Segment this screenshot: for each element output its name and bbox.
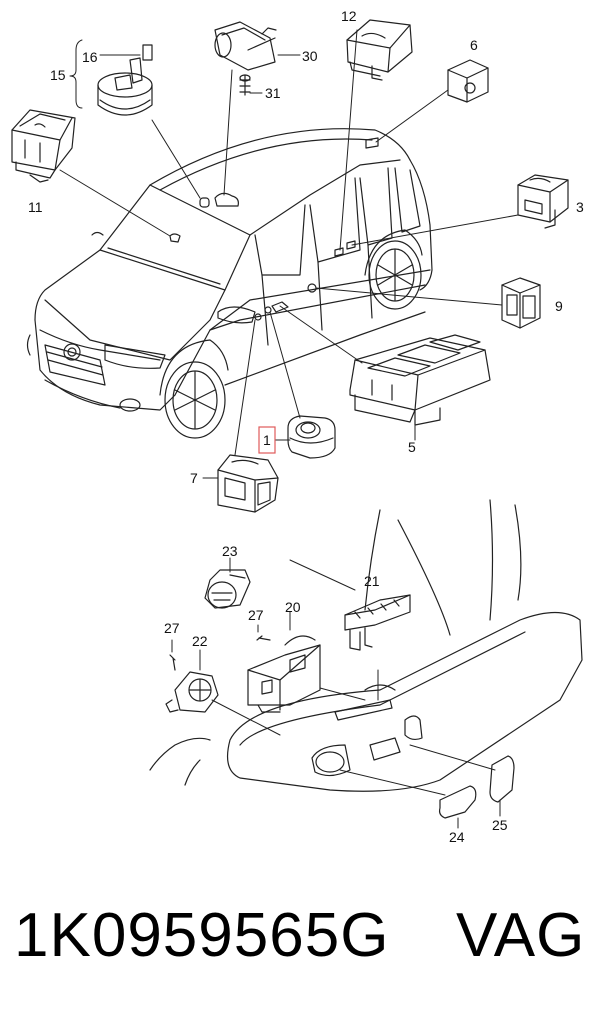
label-21: 21 <box>364 573 380 589</box>
part-20-control-unit <box>247 635 321 713</box>
part-3-switch <box>517 174 569 229</box>
label-20: 20 <box>285 599 301 615</box>
label-7: 7 <box>190 470 198 486</box>
part-15-light-switch <box>97 44 153 116</box>
part-5-window-switch <box>349 334 491 426</box>
leader-lines <box>59 29 519 829</box>
part-12-switch <box>346 19 413 81</box>
label-24: 24 <box>449 829 465 845</box>
part-21-seat-switch <box>344 594 411 651</box>
part-number: 1K0959565G <box>14 901 390 970</box>
label-11: 11 <box>28 199 43 215</box>
part-25-knob <box>489 755 515 803</box>
label-16: 16 <box>82 49 98 65</box>
parts-diagram: 16 15 11 30 31 12 6 3 9 5 7 23 21 20 27 … <box>11 8 584 845</box>
label-31: 31 <box>265 85 281 101</box>
label-30: 30 <box>302 48 318 64</box>
label-5: 5 <box>408 439 416 455</box>
label-22: 22 <box>192 633 208 649</box>
part-24-knob <box>438 785 477 819</box>
label-3: 3 <box>576 199 584 215</box>
part-30-switch <box>214 21 277 96</box>
part-7-switch <box>217 454 279 513</box>
part-23-switch <box>204 569 251 609</box>
label-1: 1 <box>263 432 271 448</box>
part-9-switch <box>501 277 541 329</box>
car-illustration <box>26 128 433 439</box>
label-25: 25 <box>492 817 508 833</box>
part-11-switch <box>11 109 76 183</box>
part-6-switch <box>447 59 489 103</box>
label-15: 15 <box>50 67 66 83</box>
part-1-mirror-switch <box>287 415 336 459</box>
label-27-left: 27 <box>164 620 180 636</box>
brand-name: VAG <box>456 901 586 970</box>
label-9: 9 <box>555 298 563 314</box>
part-22-switch <box>165 654 219 713</box>
label-12: 12 <box>341 8 357 24</box>
part-labels: 16 15 11 30 31 12 6 3 9 5 7 23 21 20 27 … <box>28 8 584 845</box>
label-1-highlight-box <box>258 426 276 454</box>
label-6: 6 <box>470 37 478 53</box>
label-27-right: 27 <box>248 607 264 623</box>
seat-illustration <box>149 499 583 792</box>
label-23: 23 <box>222 543 238 559</box>
